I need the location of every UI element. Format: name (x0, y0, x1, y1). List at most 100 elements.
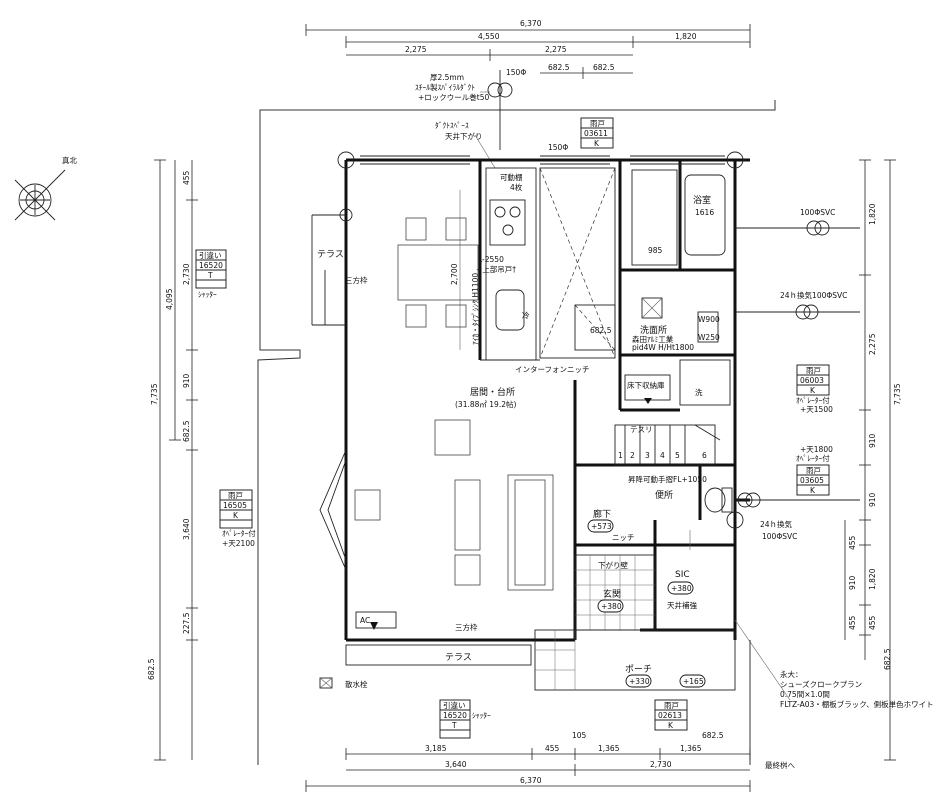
water-tap: 散水栓 (319, 677, 368, 689)
dim-top-6825b: 682.5 (593, 63, 615, 72)
svg-text:+上部吊戸†: +上部吊戸† (476, 264, 516, 274)
svg-text:SIC: SIC (675, 570, 690, 580)
svg-text:雨戸: 雨戸 (590, 119, 605, 128)
dim-right-910c: 910 (848, 575, 857, 590)
terrace-bottom: テラス 三方枠 AC (345, 611, 532, 666)
svg-text:100ΦSVC: 100ΦSVC (762, 532, 797, 541)
dim-bot-105: 105 (572, 731, 587, 740)
dim-right-2275: 2,275 (868, 333, 877, 355)
terrace-left: テラス 三方枠 (311, 214, 368, 326)
svg-text:100ΦSVC: 100ΦSVC (800, 208, 835, 217)
svg-text:ニッチ: ニッチ (612, 533, 635, 542)
svg-text:+165: +165 (683, 677, 704, 686)
dim-top-6825a: 682.5 (548, 63, 570, 72)
svg-text:+天1500: +天1500 (800, 405, 833, 414)
svg-text:ｼｬｯﾀｰ: ｼｬｯﾀｰ (198, 290, 217, 299)
svg-text:1616: 1616 (695, 208, 714, 217)
house-walls (344, 158, 750, 642)
svg-text:150Φ: 150Φ (548, 143, 568, 152)
svg-text:1: 1 (618, 451, 623, 460)
svg-text:4: 4 (660, 451, 665, 460)
svg-text:洗面所: 洗面所 (640, 324, 667, 336)
svg-text:雨戸: 雨戸 (664, 701, 679, 710)
svg-text:24ｈ換気100ΦSVC: 24ｈ換気100ΦSVC (780, 290, 847, 300)
shoe-cloak-note: 永大： シューズクロークプラン 0.75間×1.0間 FLTZ-A03・棚板ブラ… (734, 619, 934, 709)
svg-text:T: T (451, 721, 457, 730)
svg-text:ﾀﾞｸﾄｽﾍﾟｰｽ: ﾀﾞｸﾄｽﾍﾟｰｽ (435, 121, 469, 130)
entrance: 下がり壁 玄関 +380 (574, 554, 656, 631)
north-arrow: 真北 (14, 155, 77, 221)
svg-text:雨戸: 雨戸 (806, 466, 821, 475)
svg-text:永大：: 永大： (780, 669, 803, 679)
svg-text:+330: +330 (629, 677, 650, 686)
dim-left-7735: 7,735 (150, 383, 159, 405)
svg-text:W900: W900 (698, 315, 720, 324)
svg-text:985: 985 (648, 246, 663, 255)
dim-right-455b: 455 (848, 535, 857, 550)
bathroom: 浴室 1616 985 (631, 169, 726, 266)
svg-text:テラス: テラス (445, 652, 472, 663)
site-boundary (257, 100, 776, 765)
left-dimensions: 7,735 4,095 455 2,730 910 682.5 3,640 22… (147, 159, 198, 761)
svg-text:+天2100: +天2100 (222, 539, 255, 548)
svg-text:24ｈ換気: 24ｈ換気 (760, 519, 793, 529)
living-furniture (434, 419, 554, 591)
duct-note: 厚2.5mm ｽﾁｰﾙ製ｽﾊﾟｲﾗﾙﾀﾞｸﾄ +ロックウール巻t50 150Φ … (415, 68, 568, 169)
svg-text:03611: 03611 (584, 129, 608, 138)
svg-text:K: K (233, 511, 239, 520)
svg-text:6: 6 (702, 451, 707, 460)
window-tag-16520-bottom: 引違い 16520 T ｼｬｯﾀｰ (439, 699, 491, 739)
svg-text:玄関: 玄関 (603, 588, 621, 600)
svg-text:K: K (668, 721, 674, 730)
svg-text:シューズクロークプラン: シューズクロークプラン (780, 679, 862, 689)
svg-text:廊下: 廊下 (593, 508, 611, 520)
window-tag-16505: 雨戸 16505 K ｵﾍﾟﾚｰﾀｰ付 +天2100 (219, 489, 256, 548)
svg-text:洗: 洗 (695, 387, 703, 397)
svg-text:冷: 冷 (522, 310, 530, 320)
intercom-niche: インターフォンニッチ (515, 365, 590, 374)
dim-top-total: 6,370 (520, 19, 542, 28)
svg-text:T: T (207, 271, 213, 280)
svg-text:2,700: 2,700 (450, 263, 459, 285)
dim-right-1820b: 1,820 (868, 568, 877, 590)
dim-top-2275b: 2,275 (545, 45, 567, 54)
svg-text:天井補強: 天井補強 (667, 600, 697, 610)
washroom: 洗面所 森田ｱﾙﾐ工業 pid4W H/Ht1800 W900 W250 682… (574, 297, 731, 406)
dim-right-910b: 910 (868, 492, 877, 507)
kitchen: 可動棚 4枚 L-2550 +上部吊戸† ｱｲｶ・ﾀｲﾌﾟｼﾝｸ H1100 2… (450, 167, 616, 361)
dim-right-1820a: 1,820 (868, 203, 877, 225)
dim-left-2730: 2,730 (182, 263, 191, 285)
dim-right-7735: 7,735 (893, 383, 902, 405)
dim-bot-2730: 2,730 (650, 760, 672, 769)
svg-text:厚2.5mm: 厚2.5mm (430, 73, 464, 82)
window-tag-02613: 雨戸 02613 K (654, 699, 688, 731)
living-label: 居間・台所 (470, 386, 515, 398)
svg-text:682.5: 682.5 (590, 326, 612, 335)
dim-bot-455: 455 (545, 744, 560, 753)
svg-text:pid4W H/Ht1800: pid4W H/Ht1800 (632, 343, 694, 352)
dim-left-3640: 3,640 (182, 518, 191, 540)
dim-right-6825: 682.5 (883, 648, 892, 670)
svg-text:散水栓: 散水栓 (345, 679, 368, 689)
svg-text:三方枠: 三方枠 (345, 275, 368, 285)
vent-100-svc: 100ΦSVC (735, 208, 860, 236)
svg-text:AC: AC (360, 616, 370, 625)
svg-text:02613: 02613 (658, 711, 682, 720)
svg-text:0.75間×1.0間: 0.75間×1.0間 (780, 690, 830, 699)
dim-bot-6825: 682.5 (702, 731, 724, 740)
svg-text:森田ｱﾙﾐ工業: 森田ｱﾙﾐ工業 (632, 334, 674, 344)
living-area: (31.88㎡ 19.2帖) (455, 399, 516, 409)
svg-text:引違い: 引違い (199, 250, 222, 260)
svg-text:4枚: 4枚 (510, 182, 523, 192)
svg-text:ポーチ: ポーチ (625, 664, 652, 675)
svg-text:ｽﾁｰﾙ製ｽﾊﾟｲﾗﾙﾀﾞｸﾄ: ｽﾁｰﾙ製ｽﾊﾟｲﾗﾙﾀﾞｸﾄ (415, 82, 475, 92)
dim-bot-1365b: 1,365 (680, 744, 702, 753)
svg-text:雨戸: 雨戸 (806, 366, 821, 375)
svg-text:+380: +380 (601, 602, 622, 611)
svg-text:K: K (594, 139, 600, 148)
svg-text:+573: +573 (591, 522, 612, 531)
north-label: 真北 (62, 155, 77, 165)
window-tag-03611: 雨戸 03611 K (580, 117, 614, 149)
vent-24h-1: 24ｈ換気100ΦSVC (735, 290, 860, 320)
